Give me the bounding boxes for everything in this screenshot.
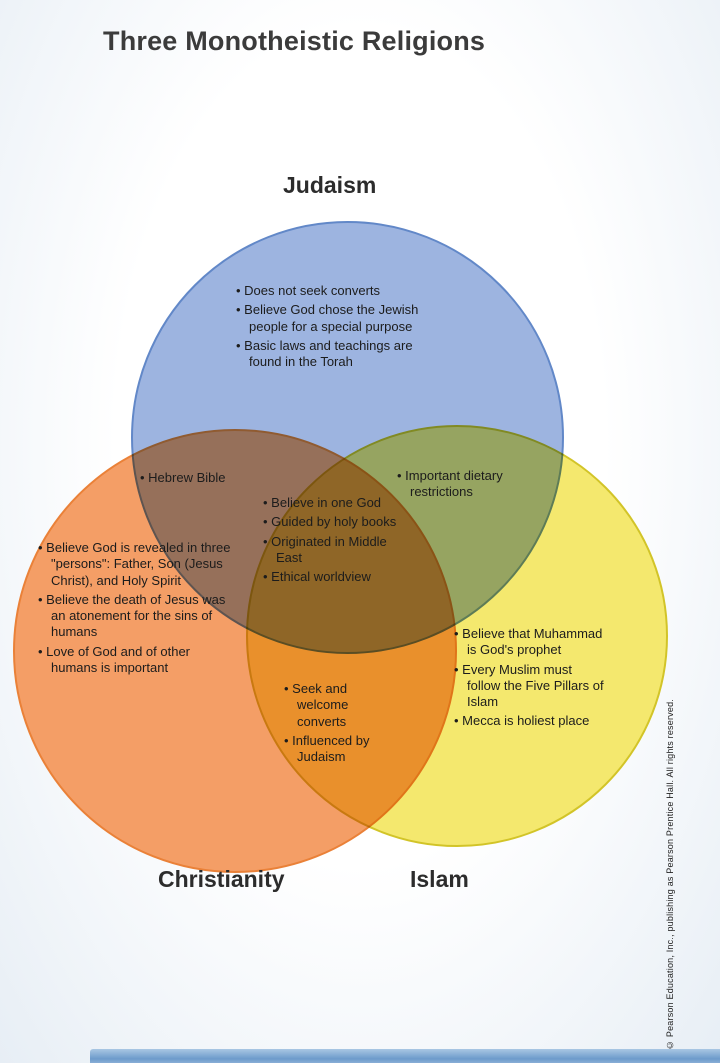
page-bottom-scan-strip: [90, 1049, 720, 1063]
bullet-item: Believe God is revealed in three "person…: [38, 540, 234, 589]
bullet-item: Influenced by Judaism: [284, 733, 376, 766]
bullet-item: Originated in Middle East: [263, 534, 413, 567]
islam-label: Islam: [410, 866, 469, 892]
bullet-item: Love of God and of other humans is impor…: [38, 644, 234, 677]
copyright-text: © Pearson Education, Inc., publishing as…: [665, 699, 675, 1050]
bullet-item: Important dietary restrictions: [397, 468, 525, 501]
bullet-item: Believe the death of Jesus was an atonem…: [38, 592, 234, 641]
judaism-only-list: Does not seek convertsBelieve God chose …: [236, 283, 442, 373]
bullet-item: Ethical worldview: [263, 569, 413, 585]
bullet-item: Believe in one God: [263, 495, 413, 511]
bullet-item: Seek and welcome converts: [284, 681, 376, 730]
christianity-label: Christianity: [158, 866, 285, 892]
bullet-item: Believe God chose the Jewish people for …: [236, 302, 442, 335]
bullet-item: Basic laws and teachings are found in th…: [236, 338, 442, 371]
christianity-only-list: Believe God is revealed in three "person…: [38, 540, 234, 679]
judaism-islam-overlap-list: Important dietary restrictions: [397, 468, 525, 504]
bullet-item: Believe that Muhammad is God's prophet: [454, 626, 606, 659]
judaism-christianity-overlap-list: Hebrew Bible: [140, 470, 270, 489]
bullet-item: Every Muslim must follow the Five Pillar…: [454, 662, 606, 711]
islam-only-list: Believe that Muhammad is God's prophetEv…: [454, 626, 606, 733]
page-title: Three Monotheistic Religions: [103, 26, 486, 56]
bullet-item: Mecca is holiest place: [454, 713, 606, 729]
bullet-item: Guided by holy books: [263, 514, 413, 530]
christianity-islam-overlap-list: Seek and welcome convertsInfluenced by J…: [284, 681, 376, 768]
bullet-item: Hebrew Bible: [140, 470, 270, 486]
judaism-label: Judaism: [283, 172, 377, 198]
bullet-item: Does not seek converts: [236, 283, 442, 299]
all-three-overlap-list: Believe in one GodGuided by holy booksOr…: [263, 495, 413, 588]
